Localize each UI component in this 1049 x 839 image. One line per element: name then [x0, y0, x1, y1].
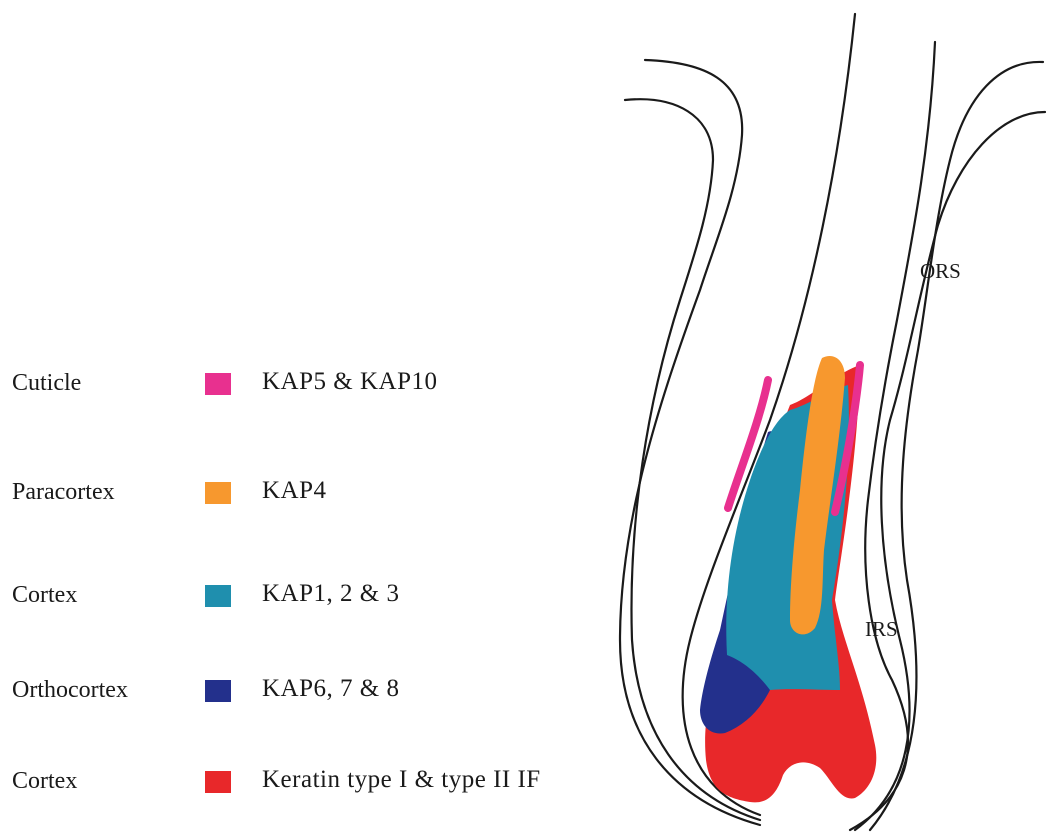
legend-row-cortex-keratin: Cortex Keratin type I & type II IF: [0, 762, 640, 802]
legend-swatch: [205, 482, 231, 504]
legend-region-label: Cortex: [12, 768, 77, 795]
legend-swatch: [205, 373, 231, 395]
legend-row-orthocortex: Orthocortex KAP6, 7 & 8: [0, 671, 640, 711]
legend-region-label: Cortex: [12, 582, 77, 609]
legend-swatch: [205, 771, 231, 793]
legend-region-label: Orthocortex: [12, 677, 128, 704]
legend-row-cortex: Cortex KAP1, 2 & 3: [0, 576, 640, 616]
irs-right-line: [855, 112, 1045, 830]
legend-protein-label: Keratin type I & type II IF: [262, 766, 541, 794]
ors-label: ORS: [920, 259, 961, 283]
legend-protein-label: KAP6, 7 & 8: [262, 675, 399, 703]
ors-right-outer-line: [870, 62, 1043, 830]
legend-protein-label: KAP5 & KAP10: [262, 368, 437, 396]
legend-protein-label: KAP4: [262, 477, 327, 505]
legend-region-label: Paracortex: [12, 479, 115, 506]
legend-row-paracortex: Paracortex KAP4: [0, 473, 640, 513]
legend-row-cuticle: Cuticle KAP5 & KAP10: [0, 364, 640, 404]
legend-swatch: [205, 680, 231, 702]
legend-swatch: [205, 585, 231, 607]
legend-region-label: Cuticle: [12, 370, 81, 397]
irs-label: IRS: [865, 617, 898, 641]
hair-follicle-diagram: ORS IRS: [600, 0, 1049, 839]
legend-protein-label: KAP1, 2 & 3: [262, 580, 399, 608]
